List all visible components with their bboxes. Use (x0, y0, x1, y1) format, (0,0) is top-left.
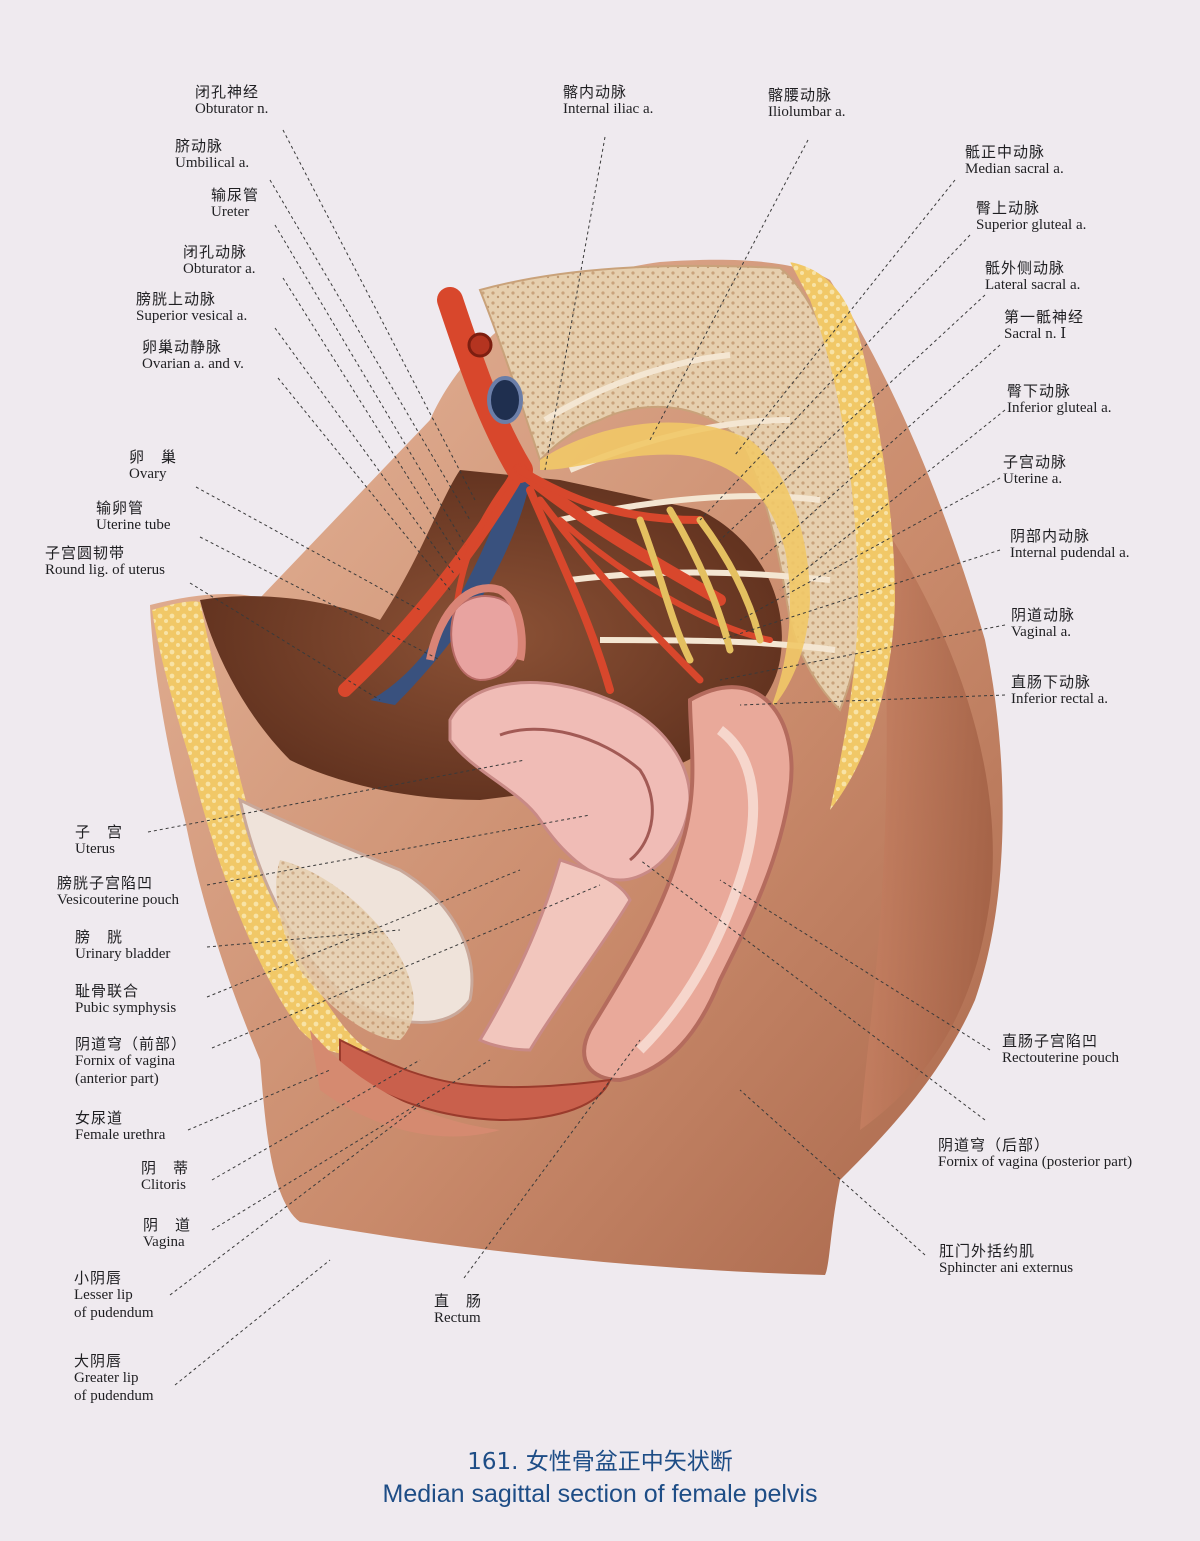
pubic-bone (276, 860, 414, 1040)
greater-lip-shape (310, 1030, 500, 1137)
buttock-shade (860, 520, 993, 1130)
artery-cut-section (467, 332, 493, 358)
anterior-wall-fat (152, 601, 370, 1054)
rectum-lumen (636, 726, 759, 1054)
uterine-tube-shape (426, 584, 526, 661)
sacrum-bone (478, 264, 866, 712)
rectum-shape (582, 685, 794, 1083)
label-fornix-posterior: 阴道穹（后部）Fornix of vagina (posterior part) (938, 1136, 1133, 1171)
vagina-shape (477, 858, 632, 1052)
uterine-cavity (499, 727, 654, 862)
pelvis-section-illustration (147, 129, 1006, 1386)
posterior-fat-lining (540, 422, 810, 710)
sacral-canal (790, 262, 895, 810)
figure-caption: 161. 女性骨盆正中矢状断 Median sagittal section o… (0, 1442, 1200, 1509)
ovary-shape (450, 595, 524, 682)
vein-cut-section (487, 376, 523, 424)
sacral-nerves (636, 506, 764, 664)
label-fornix-anterior: 阴道穹（前部）Fornix of vagina(anterior part) (75, 1035, 188, 1087)
caption-english: Median sagittal section of female pelvis (382, 1480, 818, 1508)
arterial-tree (338, 287, 773, 697)
leader-lines (147, 129, 1006, 1386)
caption-chinese: 161. 女性骨盆正中矢状断 (467, 1449, 733, 1475)
